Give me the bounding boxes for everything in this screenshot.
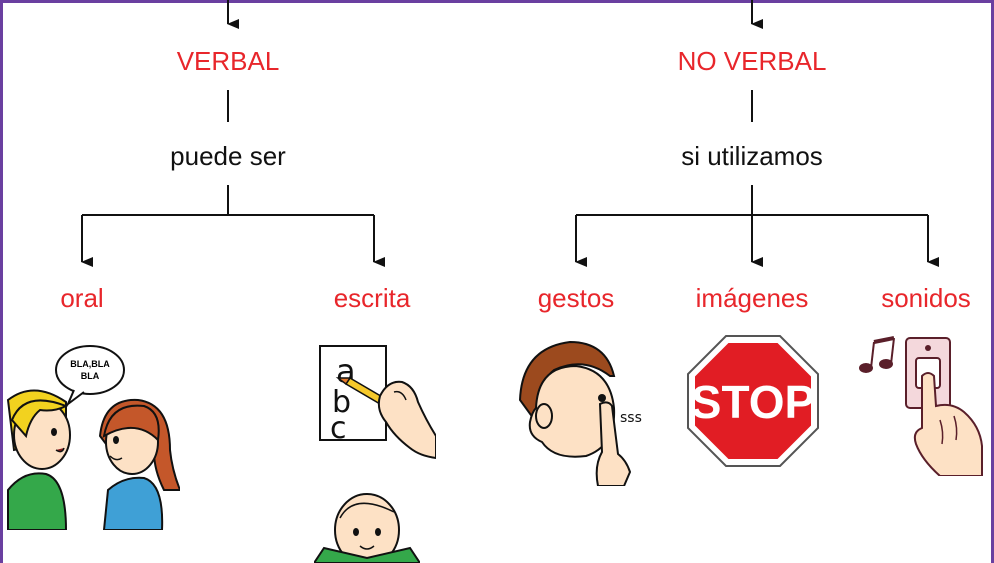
- speech-bubble-text-2: BLA: [81, 371, 100, 381]
- shush-gesture-icon: sss: [518, 340, 642, 486]
- connector-si-utilizamos: si utilizamos: [681, 141, 823, 171]
- stop-sign-text: STOP: [691, 376, 815, 428]
- handwriting-letter-b: b: [332, 385, 351, 420]
- stop-sign-icon: STOP: [687, 335, 819, 467]
- connector-puede-ser: puede ser: [170, 141, 286, 171]
- reading-child-icon: [314, 493, 420, 563]
- node-no-verbal: NO VERBAL: [677, 46, 827, 76]
- handwriting-letter-c: c: [330, 411, 347, 446]
- talking-people-icon: BLA,BLA BLA: [6, 345, 180, 530]
- speech-bubble-text-1: BLA,BLA: [70, 359, 110, 369]
- node-verbal: VERBAL: [176, 46, 280, 76]
- node-gestos: gestos: [537, 283, 615, 313]
- node-escrita: escrita: [333, 283, 411, 313]
- whisper-text: sss: [620, 410, 642, 426]
- music-note-icon: [859, 336, 895, 373]
- node-oral: oral: [60, 283, 104, 313]
- writing-hand-icon: a b c: [319, 345, 436, 460]
- doorbell-icon: [859, 336, 983, 476]
- node-sonidos: sonidos: [881, 283, 971, 313]
- node-imagenes: imágenes: [695, 283, 809, 313]
